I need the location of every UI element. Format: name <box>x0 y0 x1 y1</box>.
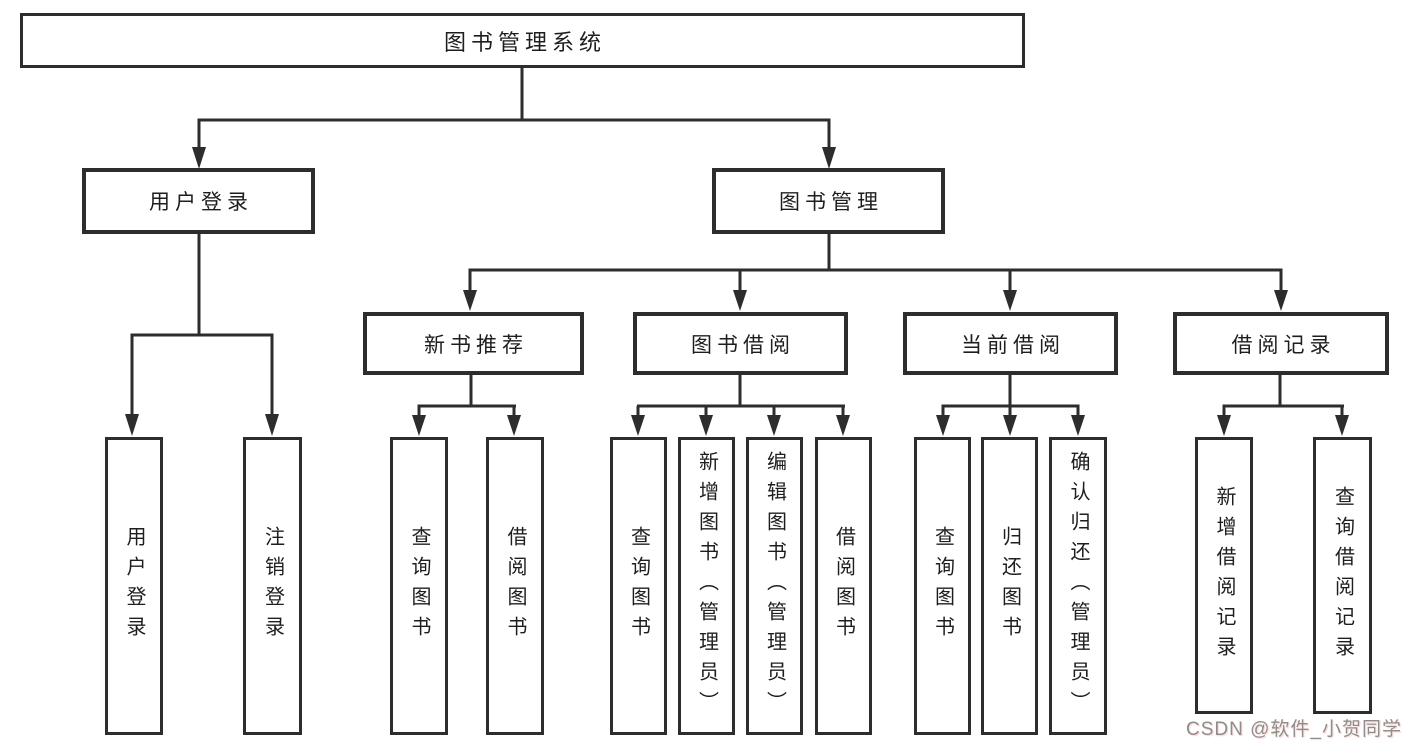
leaf-query-books-current: 查询图书 <box>914 437 971 735</box>
leaf-query-books-recommend-label: 查询图书 <box>408 526 430 646</box>
node-book-borrow: 图书借阅 <box>633 312 848 375</box>
leaf-query-books-recommend: 查询图书 <box>390 437 448 735</box>
leaf-edit-book-admin-label: 编辑图书（管理员） <box>763 451 786 721</box>
leaf-user-login: 用户登录 <box>105 437 163 735</box>
node-book-management-label: 图书管理 <box>779 191 883 214</box>
leaf-confirm-return-admin: 确认归还（管理员） <box>1049 437 1107 735</box>
leaf-borrow-books-label: 借阅图书 <box>832 526 855 646</box>
leaf-add-borrow-record: 新增借阅记录 <box>1195 437 1253 714</box>
node-new-book-recommend-label: 新书推荐 <box>424 333 528 357</box>
leaf-borrow-books-recommend-label: 借阅图书 <box>504 526 526 646</box>
node-book-management: 图书管理 <box>712 168 945 234</box>
node-borrow-records-label: 借阅记录 <box>1231 333 1336 357</box>
node-new-book-recommend: 新书推荐 <box>363 312 584 375</box>
node-current-borrow: 当前借阅 <box>903 312 1118 375</box>
leaf-edit-book-admin: 编辑图书（管理员） <box>746 437 803 735</box>
leaf-add-book-admin-label: 新增图书（管理员） <box>695 451 718 721</box>
node-root-library-system: 图书管理系统 <box>20 13 1025 68</box>
leaf-borrow-books-recommend: 借阅图书 <box>486 437 544 735</box>
leaf-confirm-return-admin-label: 确认归还（管理员） <box>1067 451 1089 721</box>
leaf-user-login-label: 用户登录 <box>123 526 145 646</box>
node-current-borrow-label: 当前借阅 <box>961 333 1065 357</box>
arrowheads <box>125 147 1349 436</box>
leaf-add-borrow-record-label: 新增借阅记录 <box>1213 485 1235 666</box>
leaf-query-books-current-label: 查询图书 <box>931 526 954 646</box>
leaf-query-borrow-record: 查询借阅记录 <box>1313 437 1372 714</box>
leaf-logout: 注销登录 <box>243 437 302 735</box>
leaf-add-book-admin: 新增图书（管理员） <box>678 437 735 735</box>
leaf-query-books-borrow-label: 查询图书 <box>627 526 650 646</box>
leaf-query-books-borrow: 查询图书 <box>610 437 667 735</box>
node-user-login-label: 用户登录 <box>149 191 253 214</box>
csdn-watermark: CSDN @软件_小贺同学 <box>1186 719 1402 740</box>
node-book-borrow-label: 图书借阅 <box>691 333 795 357</box>
node-user-login: 用户登录 <box>82 168 315 234</box>
leaf-borrow-books: 借阅图书 <box>815 437 872 735</box>
leaf-query-borrow-record-label: 查询借阅记录 <box>1331 485 1354 666</box>
leaf-logout-label: 注销登录 <box>261 526 284 646</box>
leaf-return-book: 归还图书 <box>981 437 1038 735</box>
leaf-return-book-label: 归还图书 <box>998 526 1021 646</box>
node-root-label: 图书管理系统 <box>443 29 606 55</box>
node-borrow-records: 借阅记录 <box>1173 312 1389 375</box>
